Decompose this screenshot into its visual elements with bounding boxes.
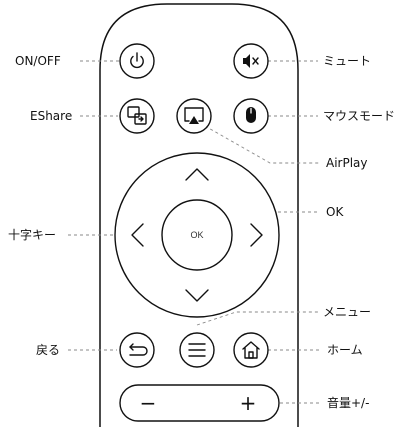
ok-button-text: OK — [190, 230, 203, 240]
mouse-mode-button[interactable] — [233, 98, 269, 134]
menu-button[interactable] — [179, 332, 215, 368]
power-icon — [130, 52, 144, 69]
label-mouse-mode: マウスモード — [323, 109, 395, 123]
home-button[interactable] — [233, 332, 269, 368]
mouse-icon — [246, 107, 256, 123]
volume-up-button[interactable]: + — [240, 391, 257, 415]
label-back: 戻る — [36, 343, 60, 357]
speaker-mute-icon — [243, 54, 259, 68]
eshare-button[interactable] — [119, 98, 155, 134]
back-arrow-icon — [129, 343, 148, 356]
home-icon — [242, 341, 260, 359]
label-volume: 音量+/- — [327, 395, 369, 410]
back-button[interactable] — [119, 332, 155, 368]
screen-share-icon — [127, 106, 147, 125]
hamburger-menu-icon — [188, 343, 206, 357]
airplay-button[interactable] — [176, 98, 212, 134]
label-ok: OK — [326, 205, 344, 219]
label-mute: ミュート — [323, 54, 371, 68]
mute-button[interactable] — [233, 43, 269, 79]
label-menu: メニュー — [323, 305, 371, 319]
label-airplay: AirPlay — [326, 156, 368, 170]
volume-rocker[interactable]: − + — [119, 384, 280, 422]
airplay-icon — [184, 107, 204, 124]
dpad-down-icon[interactable] — [185, 289, 209, 302]
label-eshare: EShare — [30, 109, 72, 123]
leader-lines — [68, 60, 320, 404]
dpad-up-icon[interactable] — [185, 168, 209, 181]
label-power: ON/OFF — [15, 54, 61, 68]
ok-button[interactable]: OK — [161, 199, 233, 271]
dpad-right-icon[interactable] — [250, 223, 263, 247]
power-button[interactable] — [119, 43, 155, 79]
volume-down-button[interactable]: − — [140, 391, 157, 415]
dpad-left-icon[interactable] — [131, 223, 144, 247]
label-home: ホーム — [327, 343, 363, 357]
label-dpad: 十字キー — [8, 227, 56, 242]
